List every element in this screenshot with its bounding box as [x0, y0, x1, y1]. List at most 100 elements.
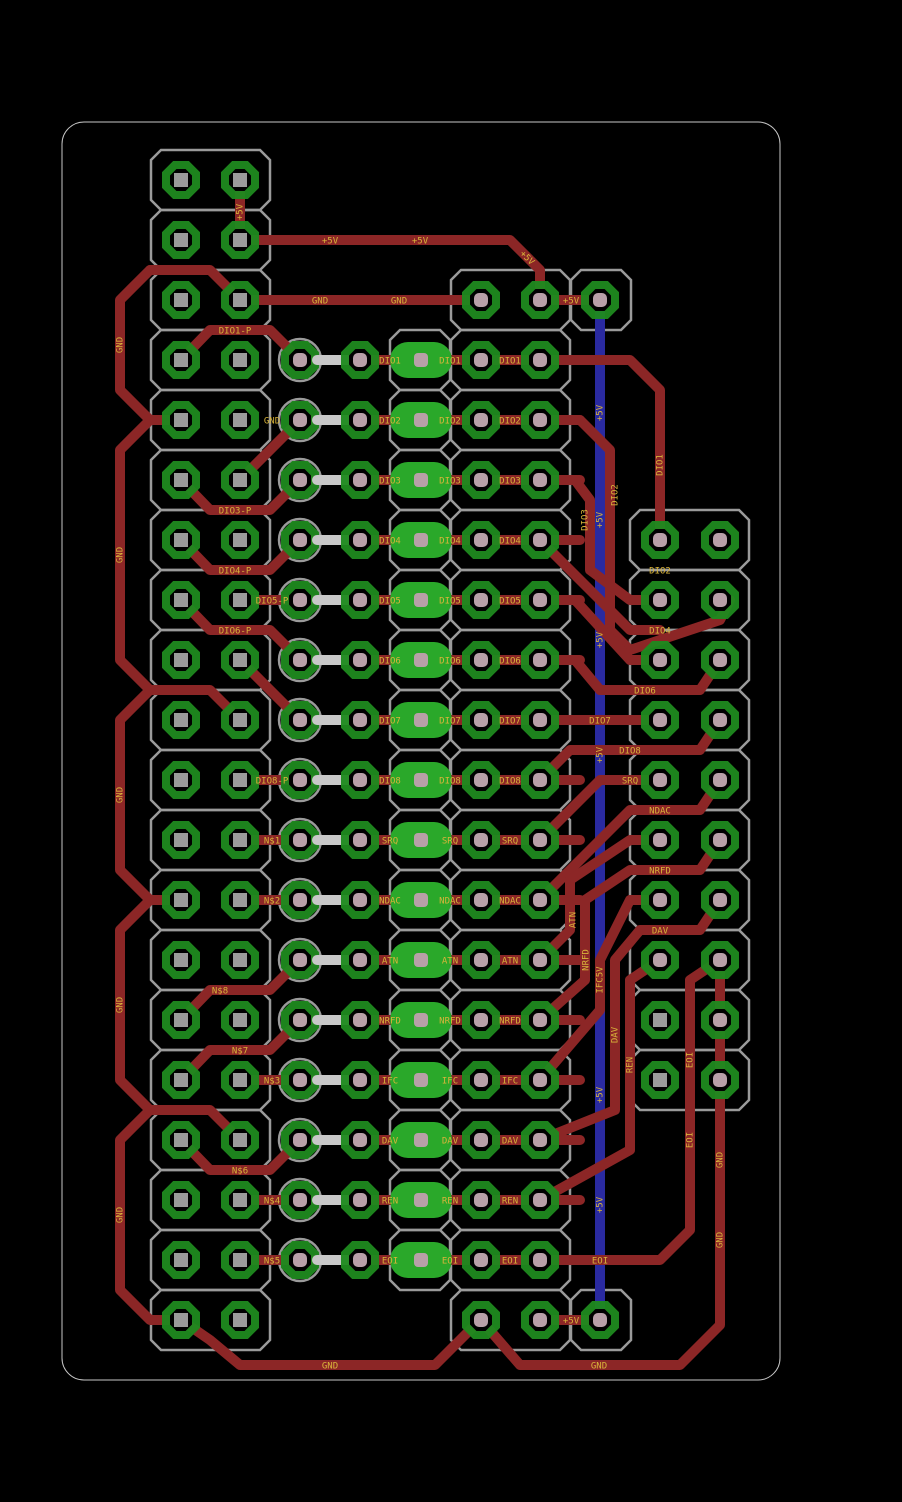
row-net-label: EOI — [382, 1257, 398, 1267]
pad-drill — [353, 593, 367, 607]
row-net-label: DAV — [502, 1137, 519, 1147]
pad-square-drill — [233, 773, 247, 787]
pad-square-drill — [174, 1073, 188, 1087]
pad-square-drill — [233, 1013, 247, 1027]
pad-drill — [533, 1073, 547, 1087]
pad-drill — [533, 293, 547, 307]
pad-square-drill — [174, 353, 188, 367]
pad-square-drill — [233, 1073, 247, 1087]
row-net-label: DIO8 — [379, 777, 401, 787]
row-net-label: DIO8 — [499, 777, 521, 787]
pad-drill — [353, 1253, 367, 1267]
row-net-label: SRQ — [502, 837, 518, 847]
pad-drill — [474, 893, 488, 907]
row-net-label: DIO4 — [379, 537, 401, 547]
p5v-label: +5V — [322, 237, 339, 247]
row-net-label: DIO5 — [499, 597, 521, 607]
pad-drill — [293, 713, 307, 727]
pad-drill — [713, 713, 727, 727]
pad-drill — [533, 1193, 547, 1207]
pad-drill — [474, 953, 488, 967]
pad-drill — [353, 953, 367, 967]
elongated-pad-drill — [414, 593, 428, 607]
pad-drill — [533, 953, 547, 967]
n8-label: N$8 — [212, 987, 228, 997]
row-net-label: NRFD — [439, 1017, 461, 1027]
pad-drill — [593, 293, 607, 307]
gnd-label: GND — [312, 297, 328, 307]
pad-square-drill — [174, 653, 188, 667]
gnd-label: GND — [116, 997, 126, 1013]
pad-drill — [474, 353, 488, 367]
pad-square-drill — [233, 353, 247, 367]
pad-drill — [474, 713, 488, 727]
gnd-label: GND — [322, 1362, 338, 1372]
pad-drill — [713, 533, 727, 547]
pad-drill — [653, 593, 667, 607]
dio6p-label: DIO6-P — [219, 627, 252, 637]
p5v-label: +5V — [563, 1317, 580, 1327]
pad-square-drill — [233, 1133, 247, 1147]
eoi-label: EOI — [686, 1052, 696, 1068]
left-net-label: N$3 — [264, 1077, 280, 1087]
p5v-blue-label: +5V — [596, 746, 606, 763]
srq-route — [535, 775, 665, 845]
dav-label: DAV — [611, 1026, 621, 1043]
pad-square-drill — [653, 1073, 667, 1087]
header-outline — [449, 268, 572, 332]
pad-drill — [474, 1133, 488, 1147]
pad-square-drill — [233, 953, 247, 967]
dio1-route — [535, 355, 665, 545]
pad-drill — [293, 473, 307, 487]
row-net-label: SRQ — [442, 837, 458, 847]
pad-drill — [353, 533, 367, 547]
n6-route — [176, 1135, 305, 1175]
row-net-label: EOI — [442, 1257, 458, 1267]
p5v-blue-label: +5V — [596, 1086, 606, 1103]
pad-drill — [474, 293, 488, 307]
pad-drill — [713, 1013, 727, 1027]
dio2-route — [535, 415, 735, 655]
p5v-trace-top — [235, 175, 545, 305]
pad-drill — [293, 833, 307, 847]
elongated-pad-drill — [414, 773, 428, 787]
pad-drill — [353, 713, 367, 727]
gnd-label: GND — [716, 1232, 726, 1248]
pad-square-drill — [174, 833, 188, 847]
row-net-label: DIO6 — [379, 657, 401, 667]
pad-drill — [293, 1133, 307, 1147]
atn-route — [535, 835, 665, 965]
header-outline — [449, 1288, 572, 1352]
pads-layer — [162, 161, 739, 1339]
ifc-route — [535, 895, 665, 1085]
pad-drill — [713, 593, 727, 607]
nrfd-label: NRFD — [649, 867, 671, 877]
elongated-pad-drill — [414, 713, 428, 727]
pad-drill — [293, 533, 307, 547]
atn-label: ATN — [569, 912, 579, 928]
eoi-label: EOI — [592, 1257, 608, 1267]
row-net-label: REN — [442, 1197, 458, 1207]
pad-drill — [713, 653, 727, 667]
pad-drill — [533, 1253, 547, 1267]
gnd-label: GND — [116, 1207, 126, 1223]
nrfd-route — [535, 835, 725, 1025]
dio1p-label: DIO1-P — [219, 327, 252, 337]
p5v-label: +5V — [412, 237, 429, 247]
p5v-label: +5V — [563, 297, 580, 307]
elongated-pad-drill — [414, 1133, 428, 1147]
header-outline — [388, 1228, 452, 1292]
pad-drill — [474, 593, 488, 607]
p5v-blue-label: +5V — [596, 511, 606, 528]
pad-drill — [474, 1073, 488, 1087]
gnd-label: GND — [116, 337, 126, 353]
elongated-pad-drill — [414, 1013, 428, 1027]
pad-square-drill — [233, 413, 247, 427]
p5v-blue-label: +5V — [596, 404, 606, 421]
pad-square-drill — [174, 1253, 188, 1267]
dio3p-label: DIO3-P — [219, 507, 252, 517]
pad-drill — [293, 1073, 307, 1087]
pad-square-drill — [233, 473, 247, 487]
